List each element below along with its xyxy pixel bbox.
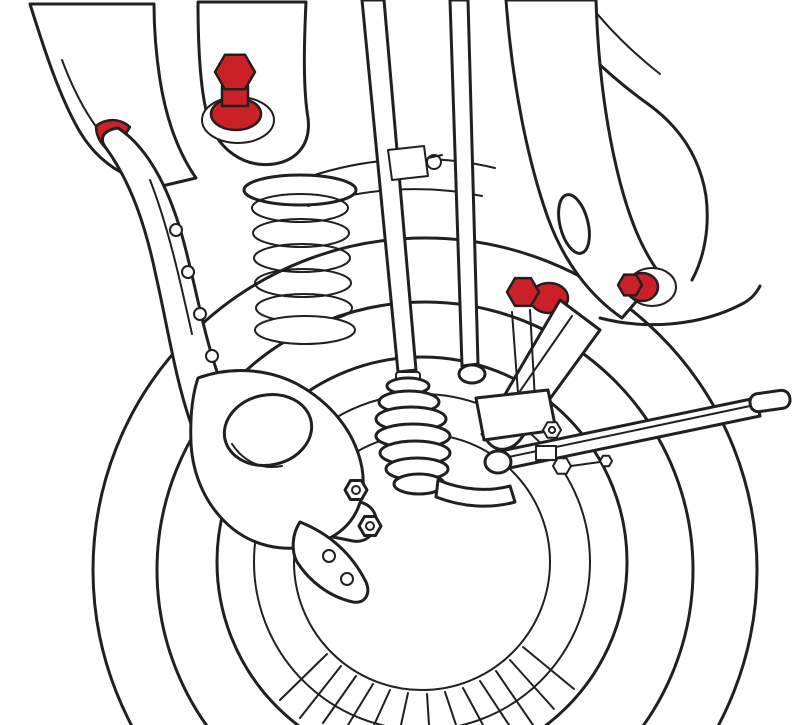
frame-mount-flange-nut [616,267,677,307]
tire [91,236,759,725]
cv-axle-boot [374,371,452,496]
coil-spring [242,173,358,345]
wheel-spokes [279,646,575,725]
caliper-bolts [343,479,383,537]
knuckle-trailing-arm [101,126,378,604]
toe-link-rod [483,388,792,475]
spring-mount-cam-bolt [209,53,263,132]
spring-mount-bracket [196,0,310,167]
upper-control-arm [504,0,677,320]
stabilizer-link-rod [448,0,487,385]
shock-absorber-shaft [360,0,443,374]
lower-arm-bolt-cluster [474,388,613,475]
lower-front-arm [434,478,517,508]
